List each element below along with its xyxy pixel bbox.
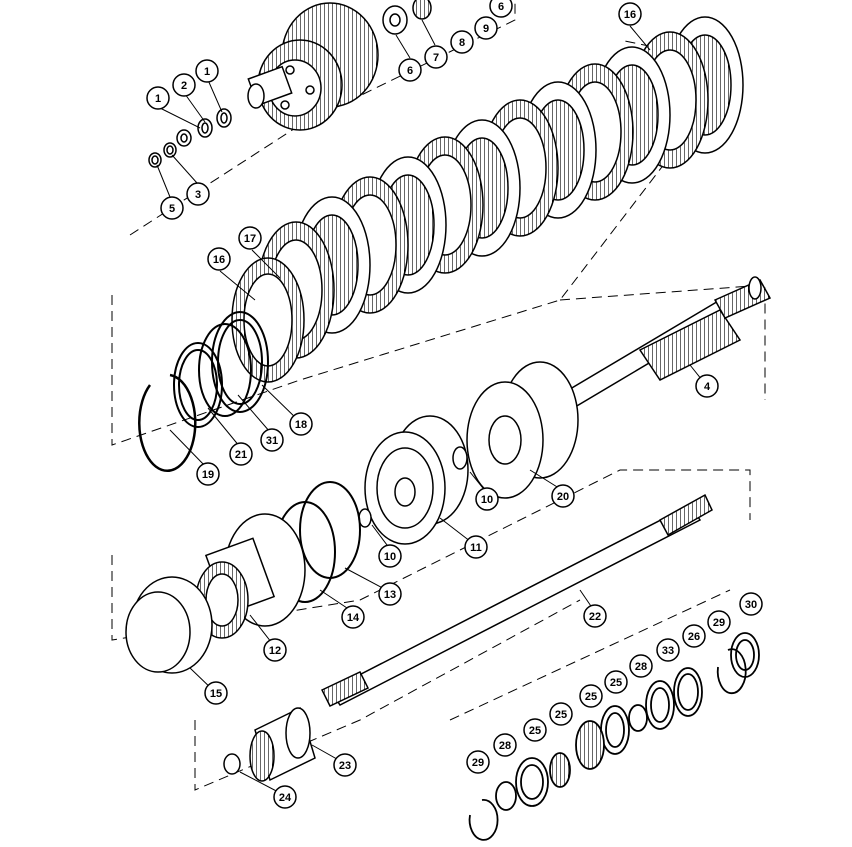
bearing-cup (125, 576, 213, 674)
callout-label: 21 (235, 449, 247, 461)
rings (138, 311, 269, 472)
callout-label: 11 (470, 542, 482, 554)
outline-input-shaft (559, 284, 766, 400)
callout-31: 31 (260, 428, 284, 452)
callout-25c: 25 (549, 702, 573, 726)
callout-group: 1 2 1 5 3 6 7 8 9 6 16 16 17 4 18 31 21 … (146, 0, 763, 809)
callout-12: 12 (263, 638, 287, 662)
outline-drum (111, 469, 751, 641)
callout-18: 18 (289, 412, 313, 436)
callout-label: 4 (704, 381, 711, 393)
bearing-set (468, 632, 760, 841)
callout-25a: 25 (604, 670, 628, 694)
callout-11: 11 (464, 535, 488, 559)
callout-label: 25 (555, 709, 567, 721)
callout-label: 6 (498, 1, 504, 13)
callout-label: 19 (202, 469, 214, 481)
small-washers (148, 0, 432, 168)
callout-29b: 29 (466, 750, 490, 774)
callout-label: 8 (459, 37, 465, 49)
callout-10a: 10 (475, 487, 499, 511)
callout-20: 20 (551, 484, 575, 508)
callout-label: 10 (481, 494, 493, 506)
clutch-plates (231, 16, 744, 383)
sleeve (223, 706, 316, 782)
callout-15: 15 (204, 681, 228, 705)
gear-shaft-end (247, 83, 265, 109)
callout-label: 1 (204, 66, 210, 78)
callout-21: 21 (229, 442, 253, 466)
callout-label: 3 (195, 189, 201, 201)
callout-24: 24 (273, 785, 297, 809)
callout-2: 2 (172, 73, 196, 97)
callout-label: 33 (662, 645, 674, 657)
input-shaft (558, 276, 772, 412)
callout-16b: 16 (207, 247, 231, 271)
callout-label: 28 (499, 740, 511, 752)
callout-label: 2 (181, 80, 187, 92)
callout-label: 16 (624, 9, 636, 21)
callout-label: 29 (472, 757, 484, 769)
callout-8: 8 (450, 30, 474, 54)
callout-label: 26 (688, 631, 700, 643)
callout-label: 15 (210, 688, 222, 700)
callout-label: 25 (585, 691, 597, 703)
output-shaft (320, 493, 713, 707)
callout-5: 5 (160, 196, 184, 220)
outline-output-shaft (194, 599, 581, 791)
callout-label: 12 (269, 645, 281, 657)
callout-23: 23 (333, 753, 357, 777)
callout-label: 16 (213, 254, 225, 266)
callout-label: 13 (384, 589, 396, 601)
splined-hub (195, 513, 306, 639)
callout-label: 6 (407, 65, 413, 77)
callout-25b: 25 (579, 684, 603, 708)
callout-33: 33 (656, 638, 680, 662)
callout-7: 7 (424, 45, 448, 69)
callout-30: 30 (739, 592, 763, 616)
callout-4: 4 (695, 374, 719, 398)
outline-bearings (449, 589, 731, 721)
callout-label: 30 (745, 599, 757, 611)
callout-label: 25 (529, 725, 541, 737)
callout-16a: 16 (618, 2, 642, 26)
input-gear (247, 2, 379, 131)
callout-label: 31 (266, 435, 278, 447)
callout-22: 22 (583, 604, 607, 628)
callout-6: 6 (398, 58, 422, 82)
callout-label: 1 (155, 93, 161, 105)
callout-28b: 28 (493, 733, 517, 757)
callout-label: 28 (635, 661, 647, 673)
callout-label: 24 (279, 792, 292, 804)
callout-13: 13 (378, 582, 402, 606)
callout-label: 9 (483, 23, 489, 35)
callout-10b: 10 (378, 544, 402, 568)
callout-label: 14 (347, 612, 360, 624)
callout-label: 25 (610, 677, 622, 689)
callout-29a: 29 (707, 610, 731, 634)
callout-9: 9 (474, 16, 498, 40)
callout-14: 14 (341, 605, 365, 629)
callout-1b: 1 (195, 59, 219, 83)
callout-label: 23 (339, 760, 351, 772)
callout-6b: 6 (489, 0, 513, 18)
callout-label: 20 (557, 491, 569, 503)
callout-label: 18 (295, 419, 307, 431)
callout-label: 17 (244, 233, 256, 245)
callout-25d: 25 (523, 718, 547, 742)
callout-17: 17 (238, 226, 262, 250)
callout-label: 10 (384, 551, 396, 563)
callout-label: 22 (589, 611, 601, 623)
callout-label: 7 (433, 52, 439, 64)
callout-1a: 1 (146, 86, 170, 110)
callout-3: 3 (186, 182, 210, 206)
clutch-drum (358, 415, 469, 545)
callout-label: 29 (713, 617, 725, 629)
callout-26: 26 (682, 624, 706, 648)
callout-19: 19 (196, 462, 220, 486)
callout-label: 5 (169, 203, 175, 215)
callout-28a: 28 (629, 654, 653, 678)
hub-plates (466, 361, 579, 499)
